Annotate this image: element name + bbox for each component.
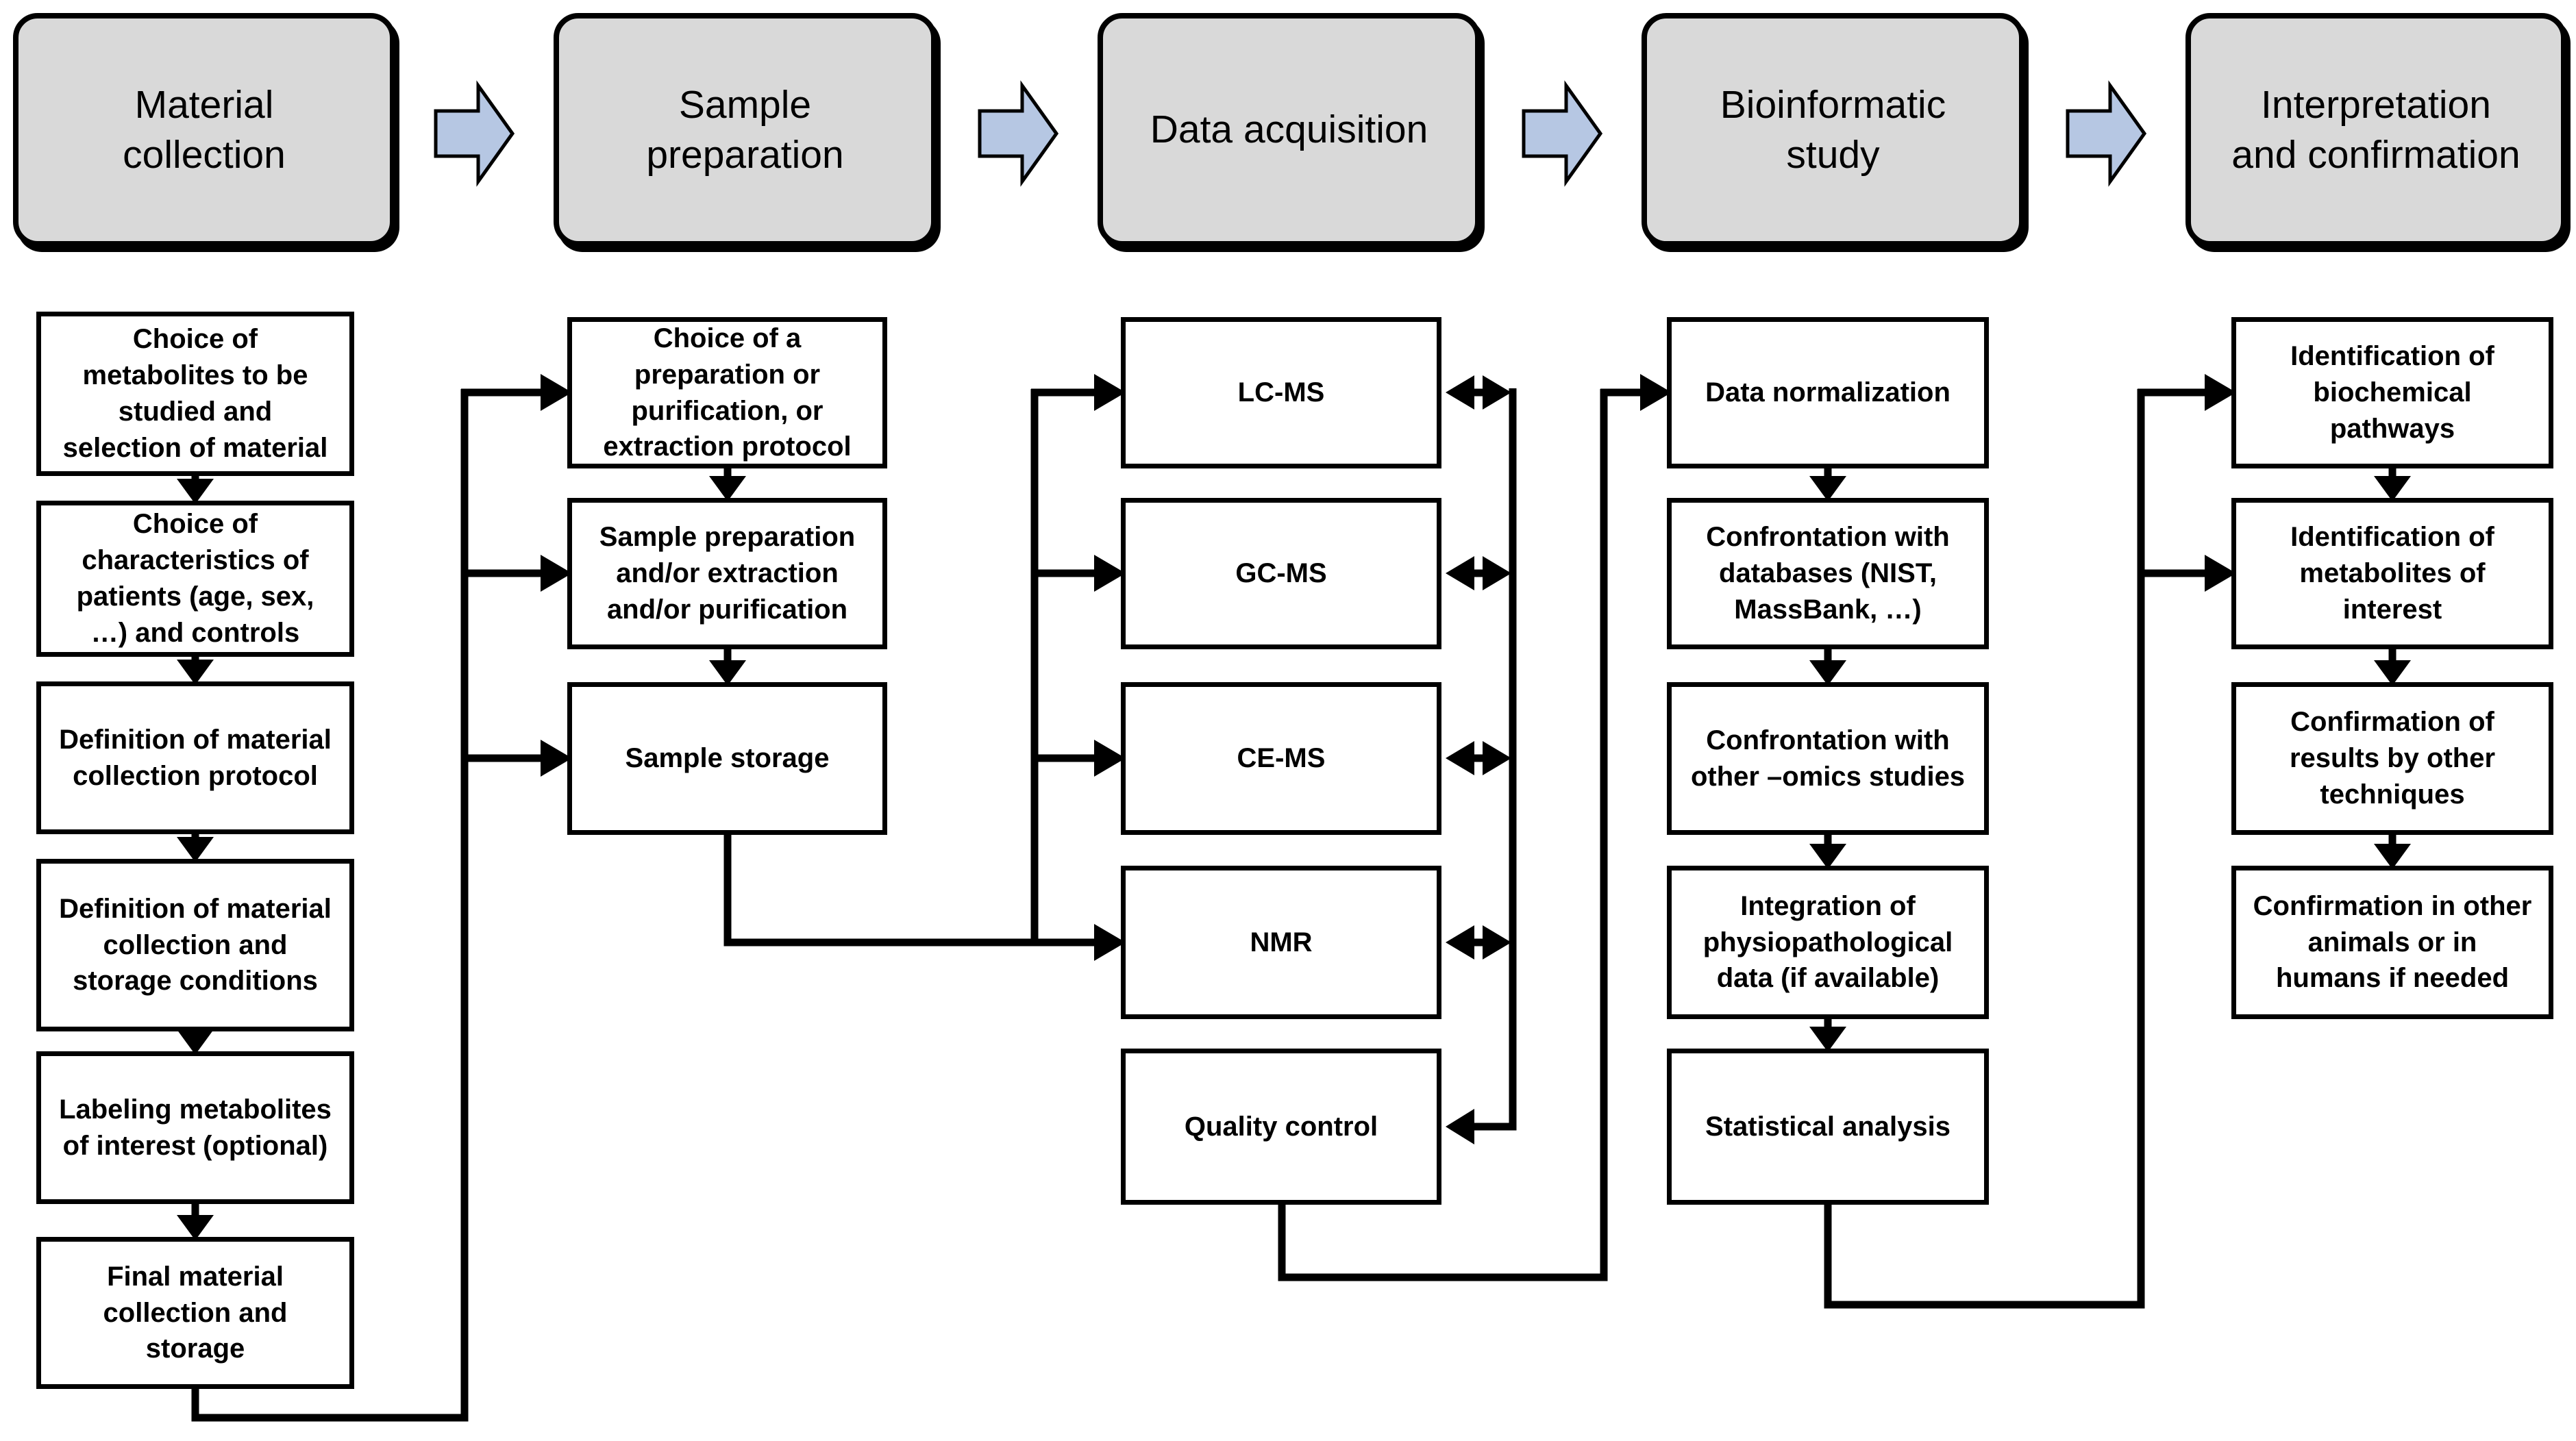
arrow-col5-step1-2-head bbox=[2374, 476, 2411, 501]
arrow-into-identification-metabolites-head bbox=[2205, 555, 2236, 592]
box-confirmation-techniques: Confirmation of results by other techniq… bbox=[2231, 682, 2553, 835]
step-label: Labeling metabolites of interest (option… bbox=[59, 1094, 332, 1161]
double-arrow-lc-ms-right-head bbox=[1483, 375, 1511, 410]
step-label: Integration of physiopathological data (… bbox=[1702, 890, 1953, 994]
double-arrow-lc-ms-left-head bbox=[1446, 375, 1474, 410]
phase-label: Bioinformatic study bbox=[1720, 82, 1946, 177]
arrow-col1-step5-6-head bbox=[177, 1215, 214, 1240]
phase-interpretation-confirmation: Interpretation and confirmation bbox=[2185, 13, 2566, 247]
connector-stats-to-interpretation-trunk bbox=[1824, 389, 2145, 1309]
arrow-into-ce-ms-head bbox=[1094, 740, 1126, 777]
arrow-col1-step2-3-head bbox=[177, 660, 214, 685]
step-label: Sample preparation and/or extraction and… bbox=[599, 522, 856, 625]
phase-label: Interpretation and confirmation bbox=[2231, 82, 2521, 177]
box-statistical-analysis: Statistical analysis bbox=[1667, 1049, 1989, 1205]
phase-label: Data acquisition bbox=[1150, 108, 1428, 152]
step-label: CE-MS bbox=[1237, 743, 1326, 774]
double-arrow-nmr-left-head bbox=[1446, 925, 1474, 960]
box-quality-control: Quality control bbox=[1121, 1049, 1441, 1205]
step-label: Confrontation with databases (NIST, Mass… bbox=[1706, 522, 1950, 625]
connector-material-to-sample-trunk bbox=[191, 389, 469, 1422]
step-label: Definition of material collection and st… bbox=[59, 893, 332, 997]
arrow-col5-step3-4-head bbox=[2374, 844, 2411, 869]
box-lc-ms: LC-MS bbox=[1121, 317, 1441, 468]
arrow-into-identification-pathways-head bbox=[2205, 374, 2236, 411]
arrow-into-data-normalization-head bbox=[1640, 374, 1672, 411]
step-label: GC-MS bbox=[1235, 558, 1327, 589]
double-arrow-gc-ms-left-head bbox=[1446, 556, 1474, 590]
arrow-into-quality-control-head bbox=[1446, 1109, 1474, 1144]
step-label: LC-MS bbox=[1237, 377, 1325, 408]
box-identification-metabolites: Identification of metabolites of interes… bbox=[2231, 498, 2553, 649]
arrow-col4-step2-3-head bbox=[1809, 660, 1846, 686]
box-omics-confrontation: Confrontation with other –omics studies bbox=[1667, 682, 1989, 835]
arrow-col2-step2-3-head bbox=[709, 660, 746, 686]
flow-arrow-icon-2 bbox=[978, 80, 1059, 187]
arrow-into-lc-ms-head bbox=[1094, 374, 1126, 411]
connector-qc-to-bioinformatic-trunk bbox=[1278, 389, 1608, 1281]
arrow-col1-step3-4-head bbox=[177, 837, 214, 862]
step-label: Confirmation in other animals or in huma… bbox=[2253, 890, 2532, 994]
box-data-normalization: Data normalization bbox=[1667, 317, 1989, 468]
phase-label: Material collection bbox=[123, 82, 286, 177]
step-label: Choice of characteristics of patients (a… bbox=[76, 509, 314, 648]
double-arrow-gc-ms-right-head bbox=[1483, 556, 1511, 590]
arrow-col2-step1-2-head bbox=[709, 476, 746, 501]
step-label: Confrontation with other –omics studies bbox=[1690, 725, 1966, 792]
double-arrow-nmr-right-head bbox=[1483, 925, 1511, 960]
arrow-col1-step4-5-head bbox=[177, 1029, 214, 1055]
connector-sample-storage-to-nmr bbox=[723, 831, 1100, 947]
box-sample-preparation: Sample preparation and/or extraction and… bbox=[567, 498, 887, 649]
box-nmr: NMR bbox=[1121, 866, 1441, 1019]
box-confirmation-animals-humans: Confirmation in other animals or in huma… bbox=[2231, 866, 2553, 1019]
phase-sample-preparation: Sample preparation bbox=[554, 13, 937, 247]
step-label: NMR bbox=[1250, 927, 1313, 957]
step-label: Final material collection and storage bbox=[103, 1261, 288, 1364]
arrow-into-nmr-head bbox=[1094, 924, 1126, 961]
arrow-into-choice-of-preparation-head bbox=[541, 374, 572, 411]
arrow-col5-step2-3-head bbox=[2374, 660, 2411, 686]
arrow-into-sample-preparation-head bbox=[541, 555, 572, 592]
flow-arrow-icon-3 bbox=[1522, 80, 1603, 187]
box-choice-of-preparation: Choice of a preparation or purification,… bbox=[567, 317, 887, 468]
step-label: Choice of metabolites to be studied and … bbox=[62, 324, 328, 463]
double-arrow-ce-ms-left-head bbox=[1446, 741, 1474, 775]
step-label: Identification of biochemical pathways bbox=[2290, 341, 2494, 444]
step-label: Sample storage bbox=[625, 743, 830, 774]
step-label: Definition of material collection protoc… bbox=[59, 724, 332, 791]
arrow-col4-step1-2-head bbox=[1809, 476, 1846, 501]
arrow-into-gc-ms-head bbox=[1094, 555, 1126, 592]
box-gc-ms: GC-MS bbox=[1121, 498, 1441, 649]
step-label: Choice of a preparation or purification,… bbox=[603, 323, 852, 462]
box-choice-of-metabolites: Choice of metabolites to be studied and … bbox=[36, 312, 354, 476]
phase-bioinformatic-study: Bioinformatic study bbox=[1642, 13, 2024, 247]
phase-material-collection: Material collection bbox=[13, 13, 395, 247]
connector-acquisition-bus-to-qc bbox=[1472, 388, 1517, 1131]
step-label: Quality control bbox=[1184, 1111, 1378, 1142]
step-label: Data normalization bbox=[1705, 377, 1950, 408]
flow-arrow-icon-1 bbox=[434, 80, 515, 187]
step-label: Statistical analysis bbox=[1705, 1111, 1950, 1142]
double-arrow-ce-ms-right-head bbox=[1483, 741, 1511, 775]
flow-arrow-icon-4 bbox=[2066, 80, 2147, 187]
step-label: Confirmation of results by other techniq… bbox=[2289, 707, 2496, 810]
box-final-collection-storage: Final material collection and storage bbox=[36, 1237, 354, 1389]
box-database-confrontation: Confrontation with databases (NIST, Mass… bbox=[1667, 498, 1989, 649]
phase-data-acquisition: Data acquisition bbox=[1098, 13, 1481, 247]
box-collection-storage-conditions: Definition of material collection and st… bbox=[36, 859, 354, 1031]
box-ce-ms: CE-MS bbox=[1121, 682, 1441, 835]
box-labeling-metabolites: Labeling metabolites of interest (option… bbox=[36, 1051, 354, 1204]
arrow-into-sample-storage-head bbox=[541, 740, 572, 777]
box-sample-storage: Sample storage bbox=[567, 682, 887, 835]
phase-label: Sample preparation bbox=[646, 82, 844, 177]
box-patient-characteristics: Choice of characteristics of patients (a… bbox=[36, 501, 354, 657]
arrow-col1-step1-2-head bbox=[177, 479, 214, 504]
arrow-col4-step4-5-head bbox=[1809, 1027, 1846, 1052]
step-label: Identification of metabolites of interes… bbox=[2290, 522, 2494, 625]
box-identification-pathways: Identification of biochemical pathways bbox=[2231, 317, 2553, 468]
box-collection-protocol: Definition of material collection protoc… bbox=[36, 681, 354, 834]
box-physiopathological-integration: Integration of physiopathological data (… bbox=[1667, 866, 1989, 1019]
arrow-col4-step3-4-head bbox=[1809, 844, 1846, 869]
